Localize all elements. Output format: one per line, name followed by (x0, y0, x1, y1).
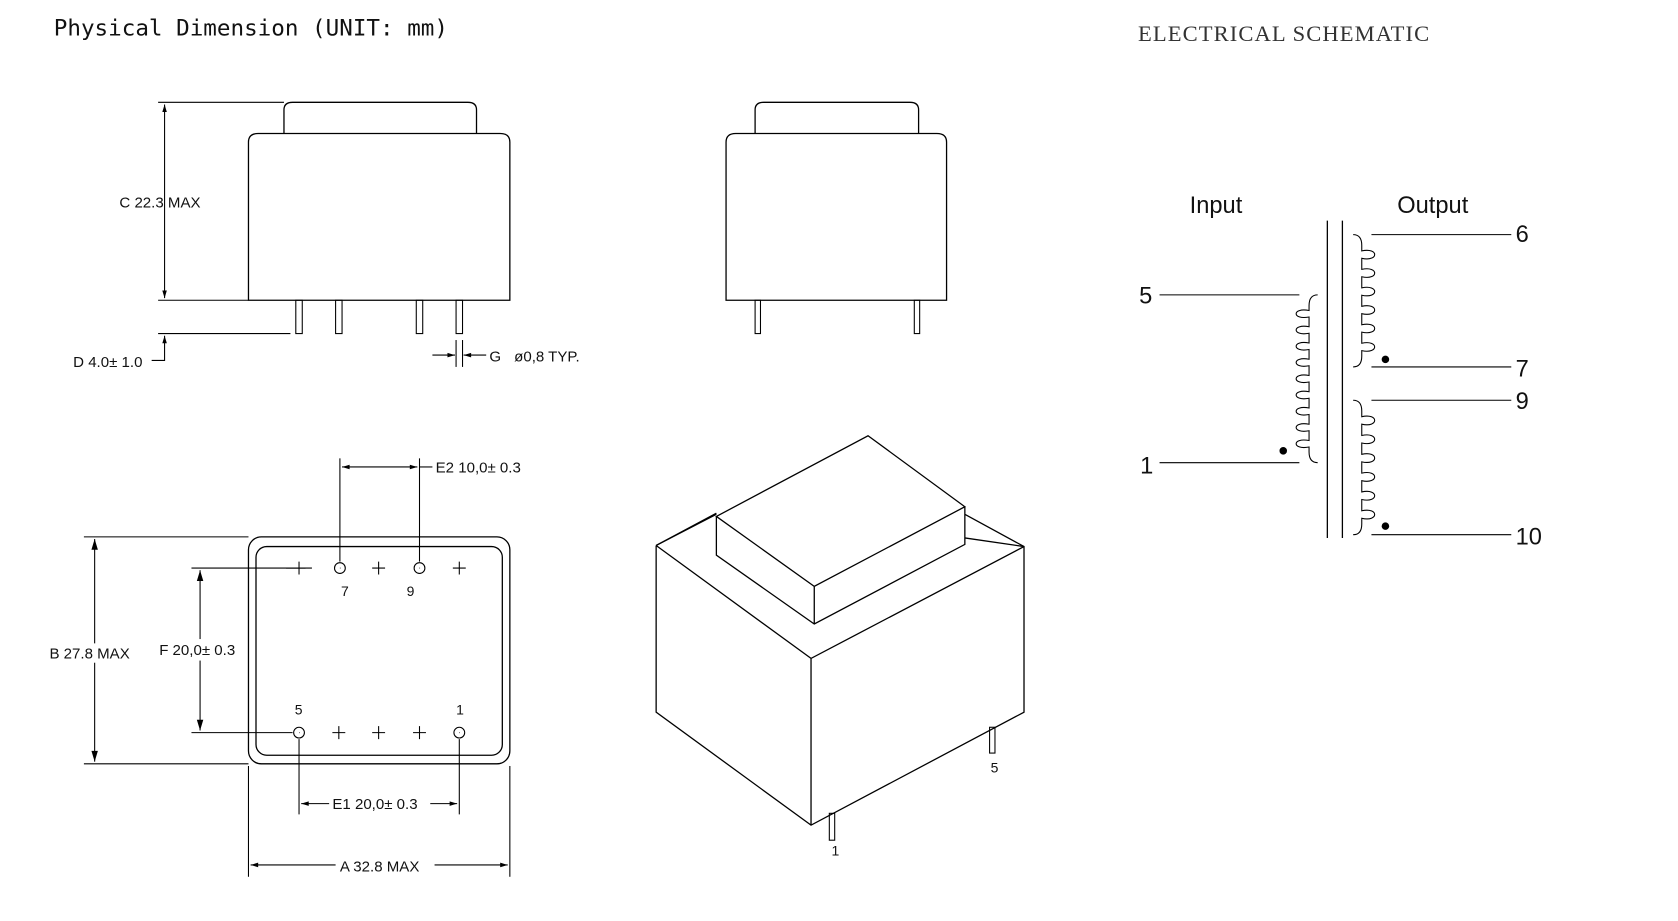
pin-hole-icon (453, 726, 466, 739)
dimension-g-value: ø0,8 TYP. (514, 349, 580, 366)
side-view-front: C 22.3 MAX D 4.0± 1.0 G ø0,8 TYP. (73, 101, 580, 371)
bottom-view: 7 9 5 1 E2 10,0± 0.3 B 27.8 MAX F 20,0± … (49, 458, 521, 877)
dimension-f-label: F 20,0± 0.3 (159, 642, 235, 659)
schematic-pin-10: 10 (1516, 524, 1542, 550)
dimension-d-line (151, 335, 167, 362)
pin-1-label: 1 (456, 701, 464, 717)
coil-winding-icon (1353, 399, 1376, 536)
iso-pin-1-label: 1 (831, 842, 839, 858)
dimension-e2-label: E2 10,0± 0.3 (436, 459, 521, 476)
polarity-dot (1381, 355, 1390, 364)
pin-hole-icon (333, 562, 346, 574)
pin-hole-icon (413, 562, 426, 574)
electrical-schematic: Input Output 5 1 6 7 9 10 (1139, 193, 1542, 550)
schematic-pin-1: 1 (1140, 453, 1153, 479)
coil-winding-icon (1353, 234, 1376, 368)
dimension-d-label: D 4.0± 1.0 (73, 354, 142, 371)
side-view-side (725, 101, 948, 335)
pin-position-marker-icon (332, 726, 346, 740)
pin-7-label: 7 (341, 583, 349, 599)
polarity-dot (1279, 447, 1288, 455)
polarity-dot (1381, 522, 1390, 530)
input-label: Input (1190, 193, 1243, 219)
isometric-view: 1 5 (656, 435, 1025, 858)
schematic-pin-9: 9 (1516, 389, 1529, 415)
dimension-b-label: B 27.8 MAX (49, 645, 129, 662)
electrical-schematic-title: ELECTRICAL SCHEMATIC (1138, 21, 1430, 46)
pin-position-marker-icon (372, 726, 386, 740)
dimension-a-label: A 32.8 MAX (340, 858, 419, 875)
physical-dimension-title: Physical Dimension (UNIT: mm) (54, 16, 448, 42)
pin-5-label: 5 (295, 701, 303, 717)
iso-pin-5-label: 5 (991, 759, 999, 775)
schematic-pin-6: 6 (1516, 222, 1529, 248)
dimension-e1-label: E1 20,0± 0.3 (332, 796, 417, 813)
dimension-c-label: C 22.3 MAX (119, 195, 200, 212)
pin-9-label: 9 (407, 583, 415, 599)
output-label: Output (1397, 193, 1468, 219)
pin-position-marker-icon (413, 726, 426, 740)
pin-hole-icon (293, 726, 305, 739)
dimension-g-label: G (489, 349, 501, 366)
schematic-pin-5: 5 (1139, 283, 1152, 309)
schematic-pin-7: 7 (1516, 357, 1529, 383)
coil-winding-icon (1295, 294, 1318, 464)
pin-position-marker-icon (372, 561, 386, 575)
pin-position-marker-icon (452, 561, 466, 575)
